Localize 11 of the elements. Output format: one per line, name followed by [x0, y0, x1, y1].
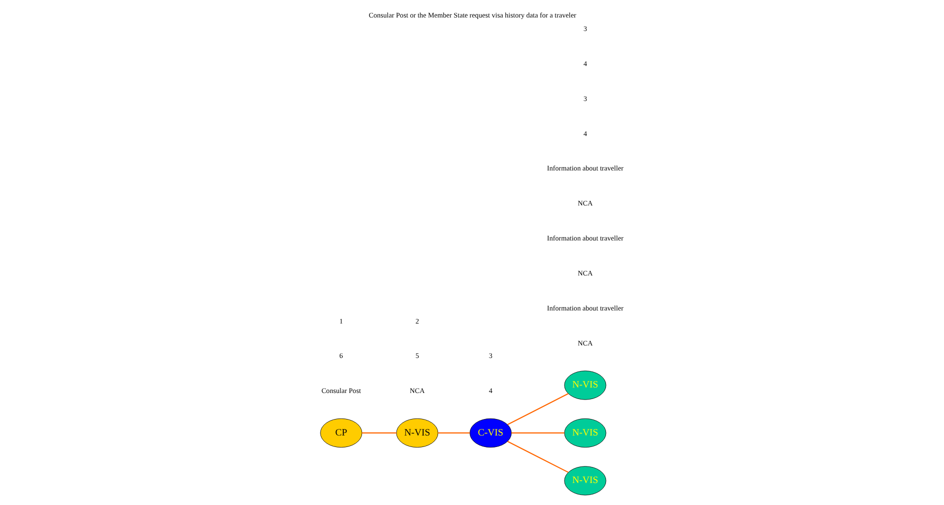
node-ellipse: N-VIS	[564, 466, 606, 496]
connector	[510, 432, 564, 434]
node-ellipse: CP	[320, 418, 362, 448]
connector	[438, 432, 470, 434]
connector	[506, 393, 568, 426]
node-ellipse: N-VIS	[564, 418, 606, 448]
connector	[361, 432, 396, 434]
connector	[506, 440, 568, 473]
node-ellipse: C-VIS	[469, 418, 512, 448]
node-ellipse: N-VIS	[396, 418, 438, 448]
node-ellipse: N-VIS	[564, 370, 606, 400]
